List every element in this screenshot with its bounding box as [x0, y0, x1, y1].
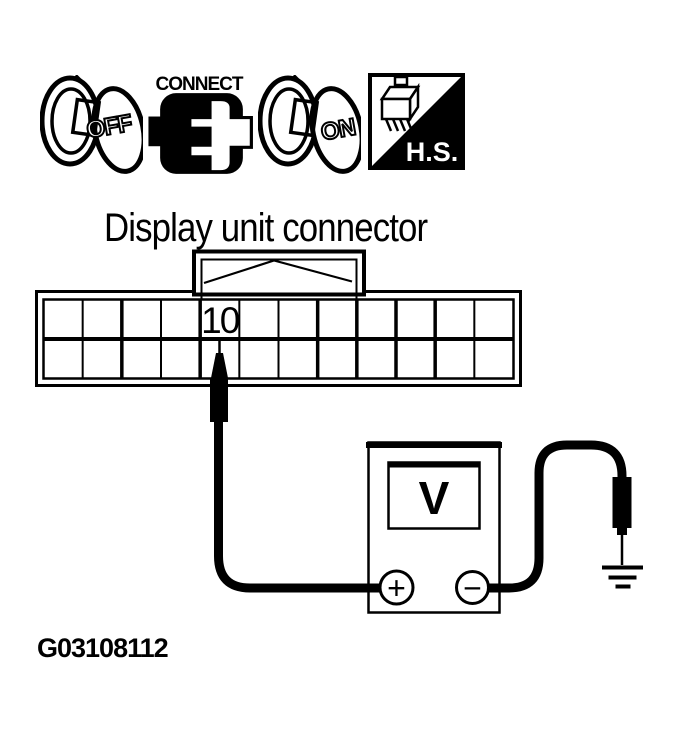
connect-plug-icon	[148, 93, 253, 174]
positive-lead-wire	[214, 416, 380, 593]
key-shoulder	[288, 97, 320, 138]
ignition-off-label: OFF	[84, 110, 133, 144]
key-ring-inner	[50, 87, 92, 155]
plus-icon: +	[387, 570, 406, 606]
figure-id: G03108112	[37, 633, 169, 663]
probed-pin-number: 10	[201, 300, 240, 341]
hs-diagonal-triangle	[372, 77, 461, 166]
latch-chevron	[203, 259, 353, 285]
plug-shape	[188, 97, 253, 174]
ignition-key-on-icon: ON	[258, 75, 361, 174]
earth-ground-icon	[602, 565, 643, 589]
negative-terminal-ring	[455, 570, 490, 605]
volts-symbol: V	[419, 472, 450, 524]
hs-label: H.S.	[406, 137, 459, 167]
probe-taper	[211, 353, 228, 378]
negative-probe	[612, 477, 632, 565]
positive-terminal: +	[378, 569, 415, 606]
socket-left-tab	[148, 116, 162, 147]
ignition-key-off-icon: OFF	[40, 75, 143, 174]
negative-terminal: −	[455, 570, 490, 606]
voltmeter-display	[387, 461, 481, 530]
minus-icon: −	[463, 570, 482, 606]
latch-tab-inner	[200, 258, 358, 299]
key-shoulder	[70, 97, 102, 138]
positive-probe	[210, 339, 228, 422]
connect-label: CONNECT	[155, 74, 244, 95]
diagram-title: Display unit connector	[104, 206, 428, 250]
probe-grip	[210, 378, 228, 422]
display-unit-connector: 10	[35, 249, 522, 387]
key-ring-inner	[268, 87, 310, 155]
harness-side-icon: H.S.	[368, 73, 465, 170]
connector-latch-tab	[192, 249, 366, 297]
pin-grid-columns	[81, 299, 476, 379]
positive-terminal-ring	[378, 569, 415, 606]
probe-grip	[612, 477, 632, 528]
probe-collar	[617, 527, 627, 535]
hs-connector-glyph	[379, 75, 421, 132]
ignition-on-label: ON	[319, 114, 357, 146]
negative-lead-wire	[487, 440, 627, 593]
